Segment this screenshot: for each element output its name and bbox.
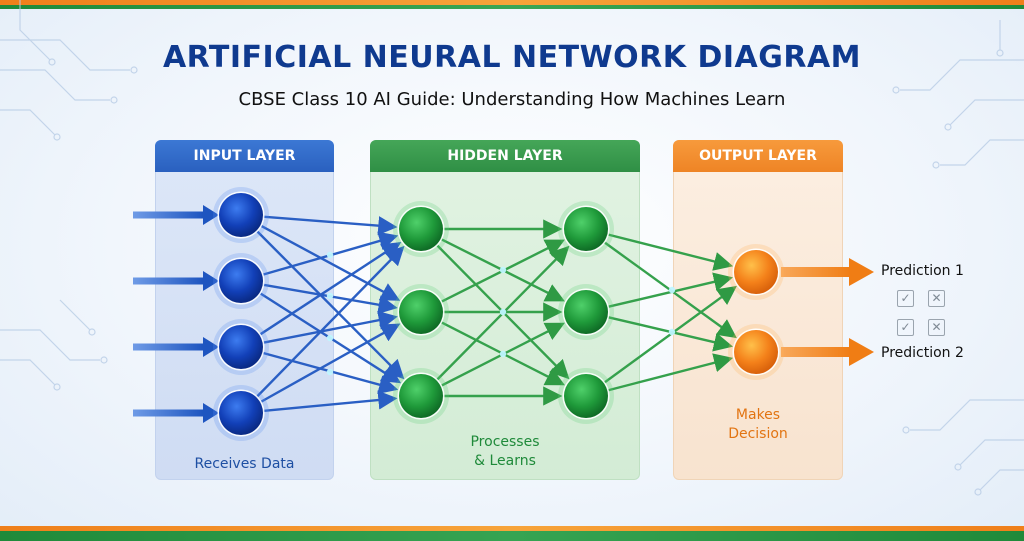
hidden-neuron [399, 374, 443, 418]
connection-glow [668, 286, 676, 294]
input-hidden-connection [255, 229, 405, 380]
connection-glow [499, 266, 507, 274]
output-neuron [734, 250, 778, 294]
input-hidden-connection [255, 245, 405, 399]
connections [255, 215, 737, 413]
x-box-icon: ✕ [928, 319, 945, 336]
input-hidden-connection [259, 323, 401, 404]
bottom-orange-stripe [0, 526, 1024, 531]
input-hidden-connection [259, 224, 401, 301]
input-arrow-head [203, 205, 219, 225]
input-neuron [219, 391, 263, 435]
hidden-layer-header: HIDDEN LAYER [370, 140, 640, 172]
output-neuron [734, 330, 778, 374]
input-layer-caption: Receives Data [194, 456, 295, 472]
hidden-neuron [399, 207, 443, 251]
page-subtitle: CBSE Class 10 AI Guide: Understanding Ho… [238, 89, 786, 110]
hidden-neuron [399, 290, 443, 334]
input-layer-header: INPUT LAYER [155, 140, 334, 172]
check-box-icon: ✓ [897, 319, 914, 336]
output-arrow-shaft [781, 267, 851, 277]
input-arrow-head [203, 271, 219, 291]
neurons [213, 187, 784, 441]
input-arrow-shaft [133, 277, 203, 285]
connection-glow [326, 368, 334, 376]
input-neuron [219, 325, 263, 369]
connection-glow [326, 334, 334, 342]
check-box-icon: ✓ [897, 290, 914, 307]
hidden-caption-line1: Processes [470, 434, 540, 450]
hidden-caption-line2: & Learns [474, 453, 536, 469]
connection-glow [499, 308, 507, 316]
bottom-green-stripe [0, 531, 1024, 541]
top-green-stripe [0, 5, 1024, 9]
hidden-neuron [564, 290, 608, 334]
x-box-icon: ✕ [928, 290, 945, 307]
connection-glows [326, 251, 676, 376]
output-arrow-head [849, 258, 874, 286]
top-orange-stripe [0, 0, 1024, 5]
output-caption-line2: Decision [728, 426, 788, 442]
input-arrow-shaft [133, 211, 203, 219]
output-arrow-shaft [781, 347, 851, 357]
input-arrow-head [203, 337, 219, 357]
hidden-output-connection [606, 353, 734, 392]
connection-glow [326, 292, 334, 300]
output-layer-header: OUTPUT LAYER [673, 140, 843, 172]
input-arrow-shaft [133, 409, 203, 417]
input-hidden-connection [262, 390, 398, 413]
input-neuron [219, 193, 263, 237]
input-hidden-connection [262, 310, 398, 344]
hidden-output-connection [607, 233, 734, 271]
input-arrow-shaft [133, 343, 203, 351]
input-hidden-connection [258, 241, 402, 336]
io-arrows [133, 205, 874, 423]
hidden-layer-caption: Processes & Learns [370, 433, 640, 471]
output-arrow-head [849, 338, 874, 366]
hidden-output-connection [603, 285, 737, 385]
page-title: ARTIFICIAL NEURAL NETWORK DIAGRAM [162, 40, 862, 75]
hidden-output-connection [607, 272, 734, 309]
input-neuron [219, 259, 263, 303]
connection-glow [668, 328, 676, 336]
prediction-2-label: Prediction 2 [881, 345, 964, 361]
connection-glow [326, 251, 334, 259]
input-hidden-connection [262, 215, 398, 236]
connection-glow [499, 350, 507, 358]
input-arrow-head [203, 403, 219, 423]
output-caption-line1: Makes [735, 407, 781, 423]
output-layer-caption: Makes Decision [673, 406, 843, 444]
output-layer-panel [673, 140, 843, 480]
hidden-neuron [564, 374, 608, 418]
prediction-1-label: Prediction 1 [881, 263, 964, 279]
hidden-neuron [564, 207, 608, 251]
